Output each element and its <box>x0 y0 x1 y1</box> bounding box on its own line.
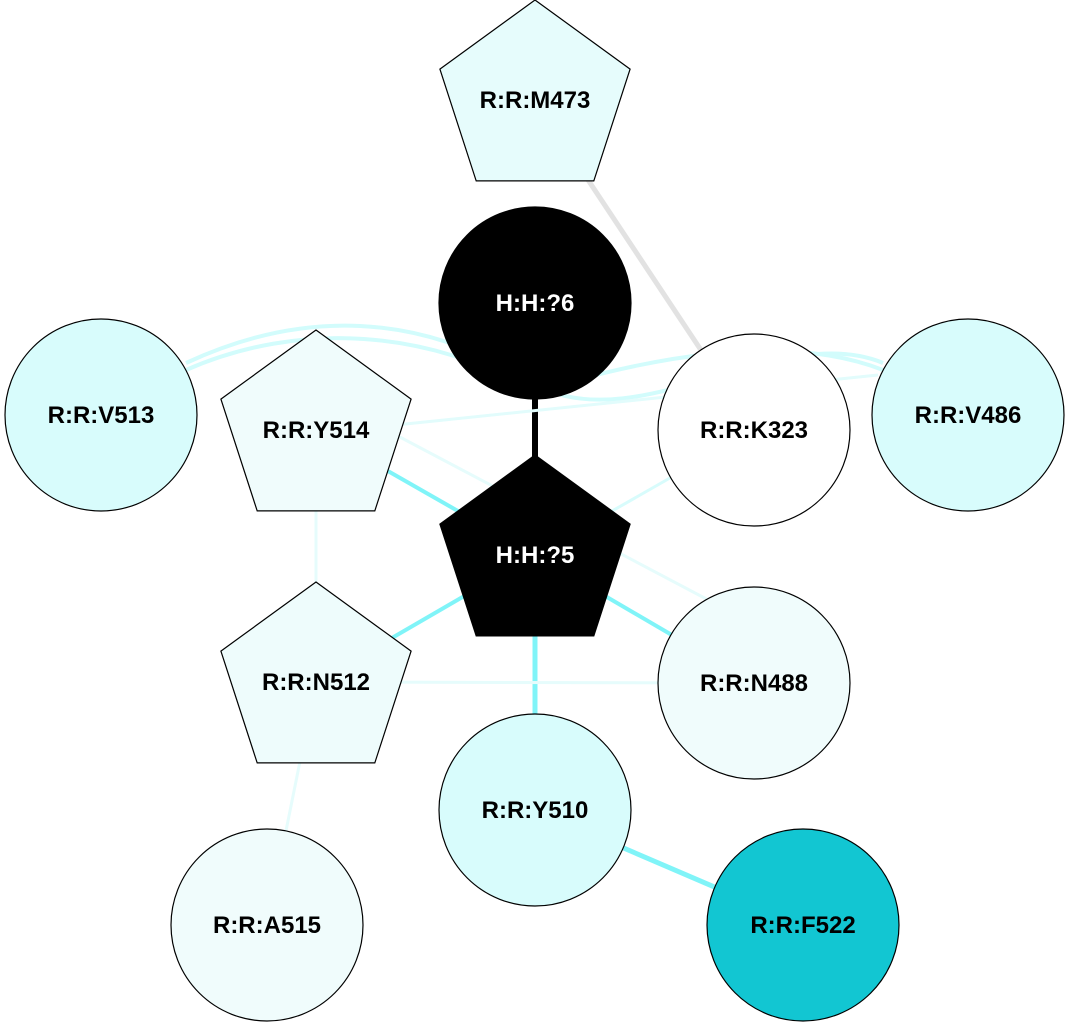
node-label-a515: R:R:A515 <box>213 912 321 939</box>
node-n512[interactable]: R:R:N512 <box>220 581 412 764</box>
node-label-v486: R:R:V486 <box>915 402 1022 429</box>
node-shape-f522 <box>706 828 900 1022</box>
node-shape-h6 <box>438 206 632 400</box>
node-f522[interactable]: R:R:F522 <box>706 828 900 1022</box>
node-label-f522: R:R:F522 <box>750 912 855 939</box>
node-label-n488: R:R:N488 <box>700 670 808 697</box>
node-v486[interactable]: R:R:V486 <box>871 318 1065 512</box>
node-h5[interactable]: H:H:?5 <box>439 454 631 637</box>
node-label-v513: R:R:V513 <box>48 402 155 429</box>
node-shape-n512 <box>220 581 412 764</box>
node-label-y514: R:R:Y514 <box>263 417 370 444</box>
node-shape-k323 <box>657 333 851 527</box>
node-h6[interactable]: H:H:?6 <box>438 206 632 400</box>
node-label-n512: R:R:N512 <box>262 669 370 696</box>
node-shape-a515 <box>170 828 364 1022</box>
node-shape-y514 <box>220 329 412 512</box>
node-shape-v513 <box>4 318 198 512</box>
node-shape-v486 <box>871 318 1065 512</box>
node-a515[interactable]: R:R:A515 <box>170 828 364 1022</box>
node-label-m473: R:R:M473 <box>480 87 591 114</box>
node-label-h6: H:H:?6 <box>496 290 575 317</box>
node-shape-m473 <box>439 0 631 182</box>
node-shape-h5 <box>439 454 631 637</box>
node-shape-y510 <box>438 713 632 907</box>
node-y514[interactable]: R:R:Y514 <box>220 329 412 512</box>
node-y510[interactable]: R:R:Y510 <box>438 713 632 907</box>
node-n488[interactable]: R:R:N488 <box>657 586 851 780</box>
node-m473[interactable]: R:R:M473 <box>439 0 631 182</box>
node-label-k323: R:R:K323 <box>700 417 808 444</box>
node-label-h5: H:H:?5 <box>496 542 575 569</box>
node-v513[interactable]: R:R:V513 <box>4 318 198 512</box>
node-label-y510: R:R:Y510 <box>482 797 589 824</box>
node-shape-n488 <box>657 586 851 780</box>
node-k323[interactable]: R:R:K323 <box>657 333 851 527</box>
